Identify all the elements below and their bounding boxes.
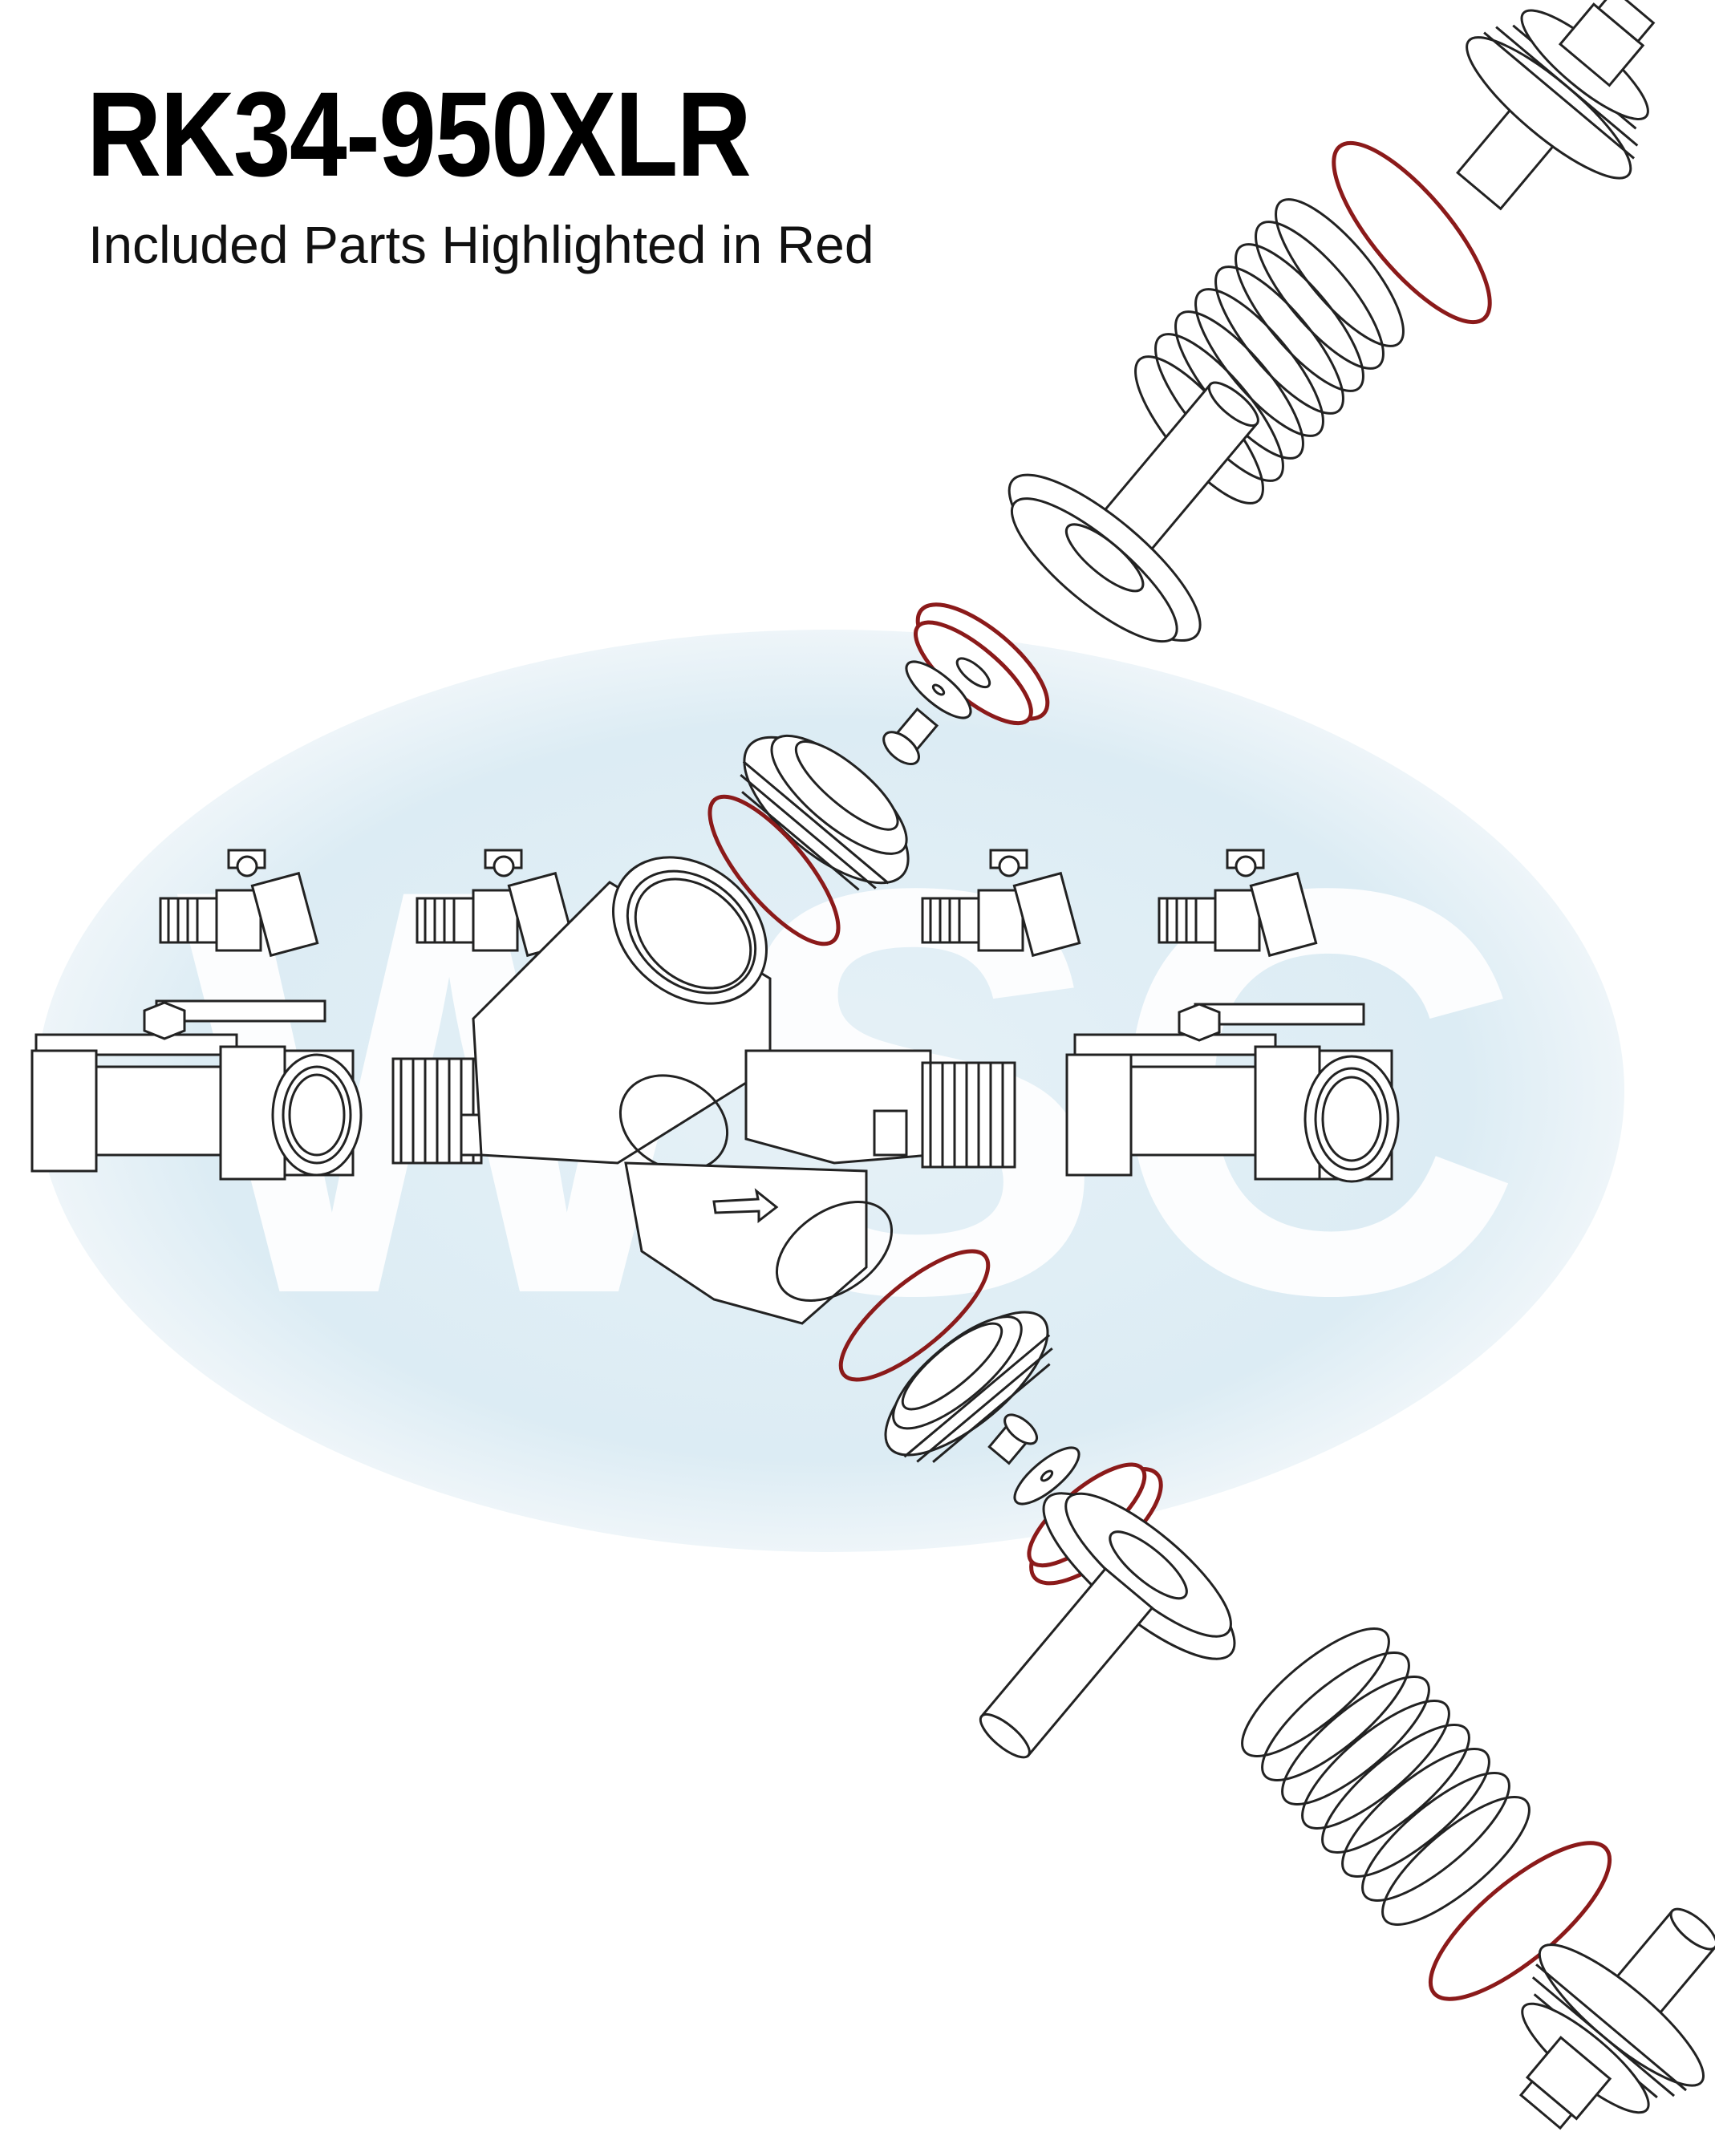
lower-spring: [1241, 1627, 1531, 1926]
flow-direction-arrow-icon: [712, 1188, 779, 1224]
lower-threaded-seat: [884, 1311, 1053, 1463]
left-shutoff-valve: [30, 999, 363, 1181]
page-title: RK34-950XLR: [87, 67, 752, 201]
upper-cap-o-ring: [1332, 140, 1492, 325]
test-cock-1: [159, 849, 319, 958]
main-valve-body: [391, 856, 1016, 1325]
upper-poppet-stem: [1008, 381, 1259, 643]
upper-rubber-disc: [913, 602, 1050, 726]
right-shutoff-valve: [1065, 1003, 1400, 1183]
upper-screw: [882, 707, 939, 766]
upper-seat-o-ring: [707, 794, 841, 946]
upper-check-assembly: [707, 0, 1656, 946]
lower-washer: [1013, 1446, 1080, 1506]
lower-poppet-stem: [979, 1492, 1236, 1759]
test-cock-3: [921, 849, 1081, 958]
lower-cap-plug: [1518, 1907, 1715, 2130]
upper-threaded-seat: [740, 734, 910, 891]
upper-washer: [905, 660, 972, 719]
lower-screw: [987, 1413, 1039, 1465]
test-cock-4: [1158, 849, 1318, 958]
lower-check-assembly: [838, 1249, 1715, 2130]
upper-cap-plug: [1456, 0, 1656, 211]
page-subtitle: Included Parts Highlighted in Red: [88, 215, 874, 274]
lower-seat-o-ring: [838, 1249, 991, 1382]
